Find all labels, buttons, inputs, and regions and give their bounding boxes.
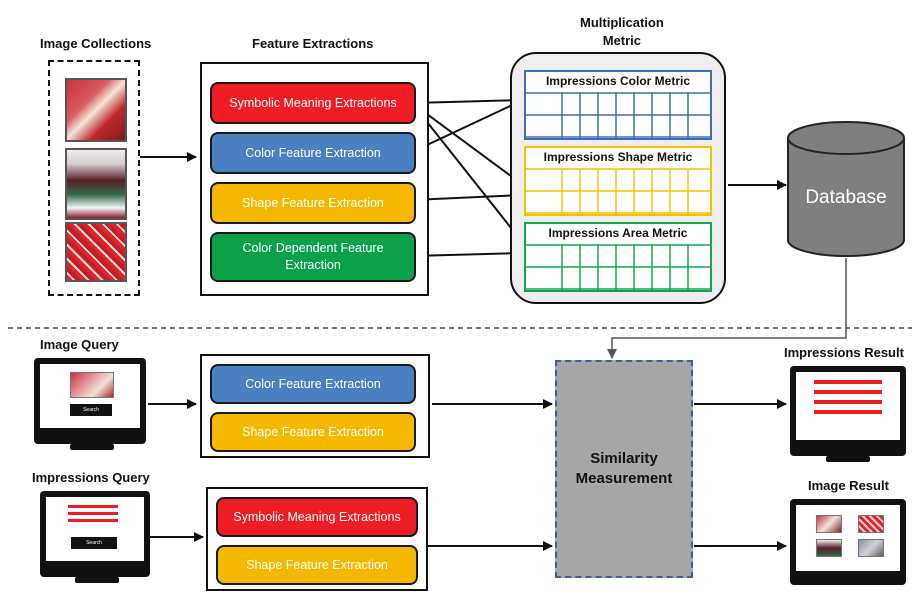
query-shape-feature-extraction-2: Shape Feature Extraction (216, 545, 418, 585)
feature-extractions-box: Symbolic Meaning Extractions Color Featu… (200, 62, 429, 296)
result-image-1 (816, 515, 842, 533)
search-button[interactable]: Search (71, 537, 117, 549)
label-impressions-result: Impressions Result (784, 345, 904, 360)
collection-image-red-folk (65, 78, 127, 142)
image-query-stand (70, 444, 114, 450)
label-multiplication-metric: Multiplication Metric (580, 14, 664, 50)
multiplication-metric-container: Impressions Color Metric Impressions Sha… (510, 52, 726, 304)
impressions-color-metric: Impressions Color Metric (524, 70, 712, 140)
query-symbolic-meaning-extractions: Symbolic Meaning Extractions (216, 497, 418, 537)
result-image-4 (858, 539, 884, 557)
image-result-monitor (790, 499, 906, 585)
arrow-shape-to-shape-metric (411, 190, 524, 201)
label-impressions-query: Impressions Query (32, 470, 150, 485)
query-color-feature-extraction: Color Feature Extraction (210, 364, 416, 404)
shape-metric-grid (526, 168, 710, 214)
arrow-color-to-color-metric (411, 99, 524, 153)
impressions-area-metric: Impressions Area Metric (524, 222, 712, 292)
symbolic-meaning-extractions: Symbolic Meaning Extractions (210, 82, 416, 124)
color-feature-extraction: Color Feature Extraction (210, 132, 416, 174)
query-image-thumbnail (70, 372, 114, 398)
impressions-shape-metric: Impressions Shape Metric (524, 146, 712, 216)
label-multiplication-line1: Multiplication (580, 15, 664, 30)
similarity-measurement: Similarity Measurement (555, 360, 693, 578)
impressions-area-metric-title: Impressions Area Metric (548, 226, 688, 240)
image-collections-box (48, 60, 140, 296)
collection-image-textile (65, 148, 127, 220)
label-multiplication-line2: Metric (602, 33, 642, 48)
arrow-symbolic-to-color-metric (411, 95, 524, 106)
label-image-collections: Image Collections (40, 36, 152, 51)
arrow-database-to-similarity (607, 260, 847, 359)
image-query-monitor: Search (34, 358, 146, 446)
impressions-query-monitor: Search (40, 491, 150, 577)
label-image-result: Image Result (808, 478, 889, 493)
color-dependent-feature-extraction: Color Dependent Feature Extraction (210, 232, 416, 282)
search-button[interactable]: Search (70, 404, 112, 416)
impressions-shape-metric-title: Impressions Shape Metric (543, 150, 693, 164)
database-label: Database (805, 187, 887, 208)
result-image-3 (816, 539, 842, 557)
shape-feature-extraction: Shape Feature Extraction (210, 182, 416, 224)
result-image-2 (858, 515, 884, 533)
label-feature-extractions: Feature Extractions (252, 36, 374, 51)
impressions-result-monitor (790, 366, 906, 456)
impressions-query-extractions-box: Symbolic Meaning Extractions Shape Featu… (206, 487, 428, 591)
query-shape-feature-extraction: Shape Feature Extraction (210, 412, 416, 452)
color-metric-grid (526, 92, 710, 138)
impressions-result-stand (826, 456, 870, 462)
impressions-color-metric-title: Impressions Color Metric (545, 74, 691, 88)
impressions-query-stand (75, 577, 119, 583)
database-cylinder (787, 121, 905, 257)
arrow-symbolic-to-area-metric (411, 102, 524, 244)
collection-image-red-pattern (65, 222, 127, 282)
arrow-symbolic-to-shape-metric (411, 102, 524, 186)
arrow-color-dependent-to-area-metric (411, 248, 524, 259)
area-metric-grid (526, 244, 710, 290)
label-image-query: Image Query (40, 337, 119, 352)
image-query-extractions-box: Color Feature Extraction Shape Feature E… (200, 354, 430, 458)
